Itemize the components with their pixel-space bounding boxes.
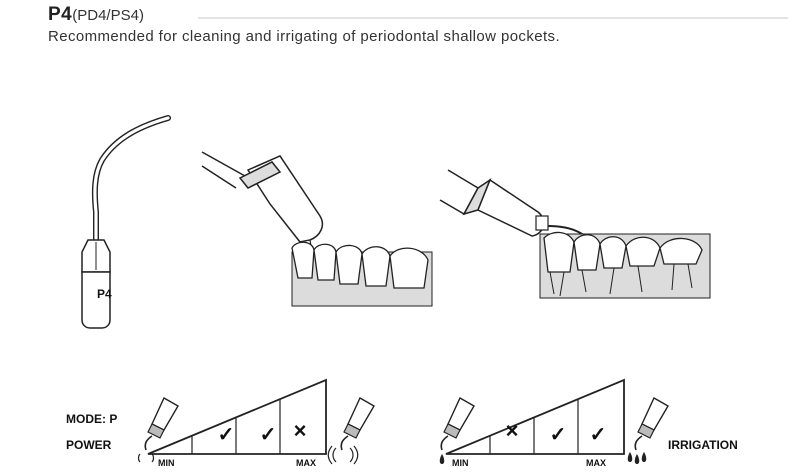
power-label: POWER [66,438,112,452]
page-description: Recommended for cleaning and irrigating … [48,28,561,45]
model-variants: (PD4/PS4) [72,7,144,24]
irrigation-max-handpiece-icon [627,397,669,464]
power-level-4-cross: × [293,418,307,443]
irrigation-label: IRRIGATION [668,438,738,452]
tip-label: P4 [97,287,112,301]
title-divider [198,17,788,19]
power-min-label: MIN [158,458,175,468]
power-max-label: MAX [296,458,316,468]
power-wedge [147,378,327,455]
irrigation-max-label: MAX [586,458,606,468]
irrigation-level-4-check: ✓ [589,424,607,446]
power-min-handpiece-icon [137,397,179,463]
irrigation-min-label: MIN [452,458,469,468]
power-level-2-check: ✓ [217,424,235,446]
power-level-3-check: ✓ [259,424,277,446]
irrigation-level-3-check: ✓ [549,424,567,446]
mode-label: MODE: P [66,412,118,426]
scaler-tip-illustration [81,115,171,329]
lower-teeth-treatment-illustration [201,151,433,307]
irrigation-level-2-cross: × [505,418,519,443]
model-name: P4 [48,4,73,25]
upper-teeth-treatment-illustration [439,169,711,299]
irrigation-min-handpiece-icon [439,397,475,464]
irrigation-wedge [445,378,625,455]
page-title: P4(PD4/PS4) [48,4,144,26]
power-max-handpiece-icon [327,397,375,465]
